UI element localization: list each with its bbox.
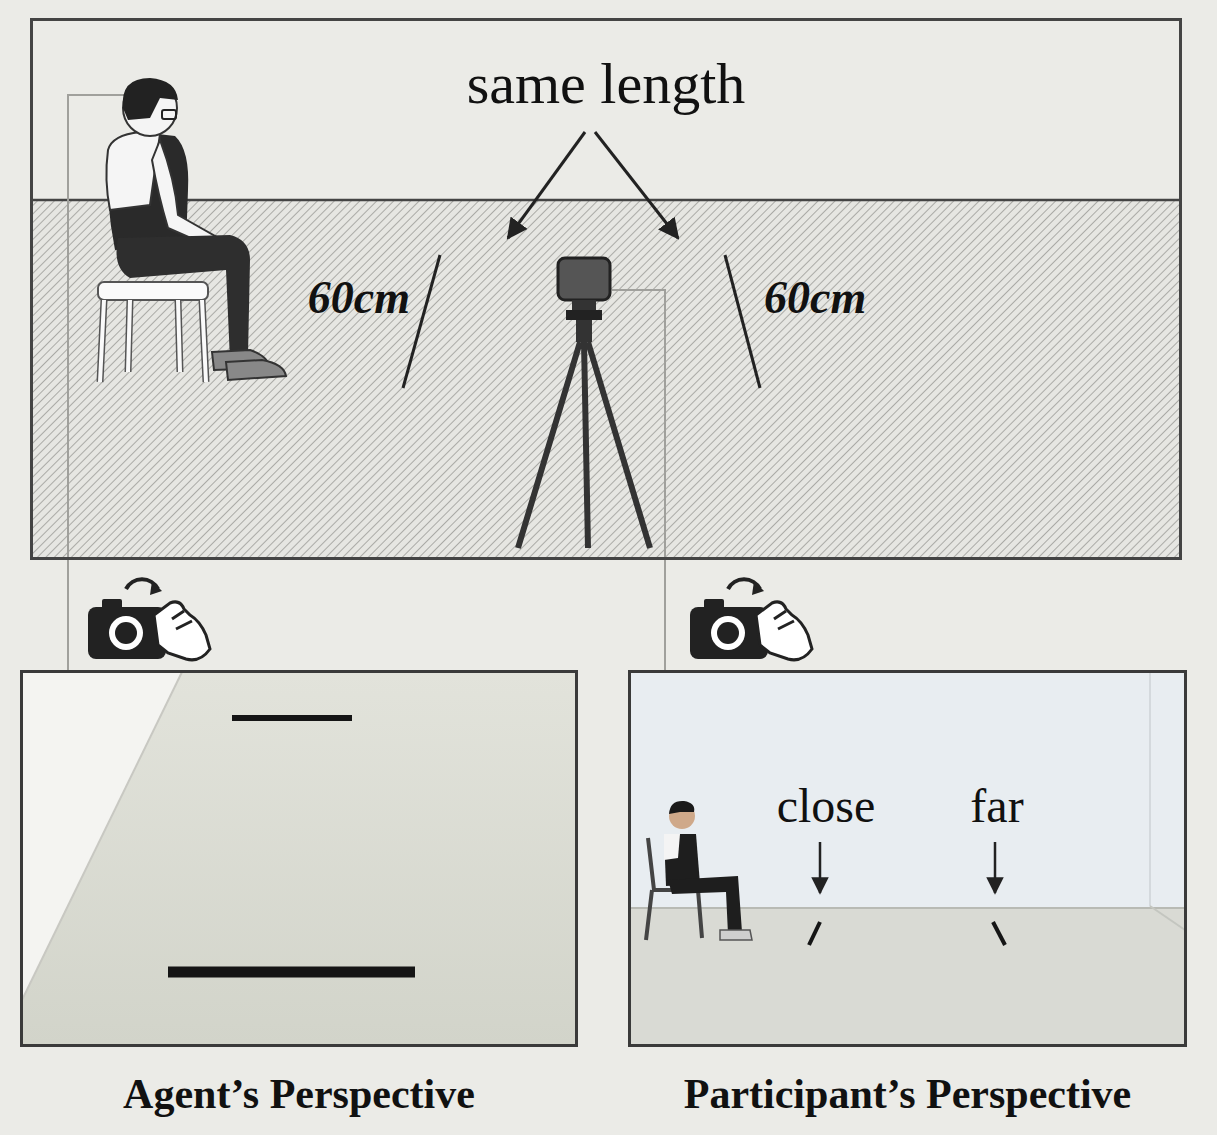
stick [725,255,760,388]
wall-corner [1149,672,1151,906]
photo-panel: Participant’s Perspective [628,670,1187,1047]
chair-legs [100,300,206,382]
pointer-arrow [508,132,585,238]
lens-ring [711,616,745,650]
rotate-arrow-head [752,581,764,595]
camera-icon [88,579,210,660]
stick-photo [809,922,820,945]
panel-heading: same length [467,51,746,118]
floor-corner [1150,906,1185,930]
arm [152,140,222,250]
chair-seat [98,282,208,300]
photo-torso [664,834,700,886]
dimension-label: 60cm [308,272,410,325]
tripod-head [566,310,602,320]
lens [115,622,137,644]
tripod-column [576,320,592,342]
legs [117,235,251,360]
wall-edge [22,672,182,1000]
rotate-arrow-head [150,581,162,595]
hand [154,602,210,660]
dimension-label: 60cm [764,272,866,325]
photo-wall [22,672,182,1000]
photo-hair [669,801,694,814]
finger [172,611,192,629]
scene-wall [31,19,1181,199]
pointer-arrow [994,842,997,893]
lens [717,622,739,644]
stick-photo [993,922,1005,945]
scene-panel: same length [30,18,1182,560]
seated-person [98,78,286,382]
camera-mount [572,300,596,310]
chair-legs [100,300,206,382]
shoe [226,360,286,380]
stick-photo [168,967,415,978]
stick-photo [232,715,352,721]
panel-caption: Agent’s Perspective [123,1070,475,1118]
photo-legs [668,876,742,934]
camera-bump [102,599,122,609]
panel-caption: Participant’s Perspective [684,1070,1131,1118]
photo-panel: Agent’s Perspective [20,670,578,1047]
camera-bump [704,599,724,609]
photo-floor [630,908,1185,1045]
photo-shoe [720,930,752,940]
baseboard [630,907,1185,909]
agent-photo [22,672,576,1045]
position-label: far [970,778,1023,833]
pointer-arrow [819,842,822,893]
photo-shirt [664,834,680,860]
hand [756,602,812,660]
position-label: close [777,778,876,833]
scene-floor [31,200,1181,559]
pointer-arrow [595,132,678,238]
hair [123,78,178,120]
tripod-camera [518,258,650,548]
floor-edge [31,199,1181,202]
photo-wall [630,672,1185,908]
camera-body [558,258,610,300]
tripod-legs [518,342,650,548]
camera-icon [690,579,812,660]
glasses [162,110,176,119]
finger [774,611,794,629]
leader-line [612,290,665,670]
participant-photo [630,672,1185,1045]
shirt [106,132,160,210]
photo-floor [22,672,576,1045]
lens-ring [109,616,143,650]
